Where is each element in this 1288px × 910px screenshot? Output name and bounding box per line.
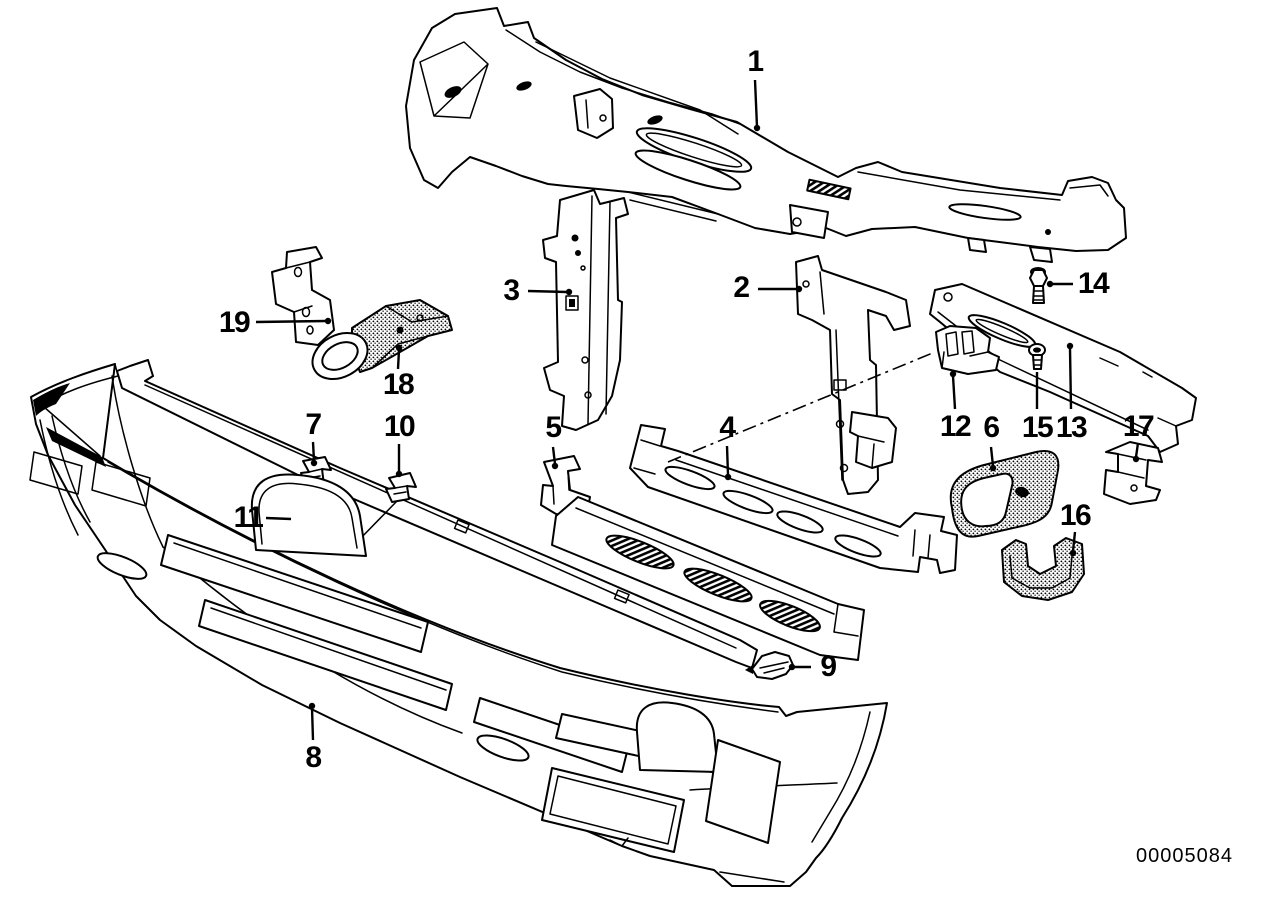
part-13-tie-bar	[929, 283, 1197, 453]
callout-8: 8	[305, 741, 322, 774]
part-14-bolt	[1029, 267, 1048, 304]
part-5-lower-carrier	[540, 455, 865, 661]
callout-2: 2	[733, 271, 750, 304]
part-16-bracket	[1001, 537, 1085, 601]
part-8-bumper-cover	[29, 363, 888, 887]
part-9-clip	[745, 651, 794, 680]
part-18-hook	[311, 299, 453, 381]
part-10-clip	[385, 472, 417, 503]
callout-9: 9	[820, 650, 837, 683]
part-3-left-support-pillar	[542, 189, 629, 431]
callout-10: 10	[383, 410, 416, 443]
callout-17: 17	[1122, 410, 1155, 443]
part-2-right-support-pillar	[795, 255, 911, 495]
callout-11: 11	[233, 501, 264, 534]
callout-1: 1	[747, 45, 764, 78]
callout-19: 19	[218, 306, 251, 339]
callout-18: 18	[382, 368, 415, 401]
callout-16: 16	[1059, 499, 1092, 532]
callout-3: 3	[503, 274, 520, 307]
part-4-upper-carrier	[629, 424, 958, 574]
part-17-retainer	[1103, 441, 1163, 505]
part-6-cover	[949, 450, 1060, 538]
part-1-upper-crossmember	[405, 7, 1127, 263]
callout-15: 15	[1021, 411, 1054, 444]
callout-6: 6	[983, 411, 1000, 444]
part-12-clamp	[935, 325, 1000, 375]
callout-5: 5	[545, 411, 562, 444]
part-19-bracket	[271, 246, 335, 346]
callout-4: 4	[719, 411, 736, 444]
callout-14: 14	[1077, 267, 1110, 300]
callout-leader-lines	[255, 79, 1140, 741]
callout-12: 12	[939, 410, 972, 443]
part-15-screw	[1028, 343, 1046, 370]
callout-7: 7	[305, 408, 322, 441]
assembly-alignment-line	[667, 351, 936, 463]
diagram-id-stamp: 00005084	[1136, 845, 1233, 867]
bumper-mounting-rail	[116, 359, 758, 669]
callout-13: 13	[1055, 411, 1088, 444]
